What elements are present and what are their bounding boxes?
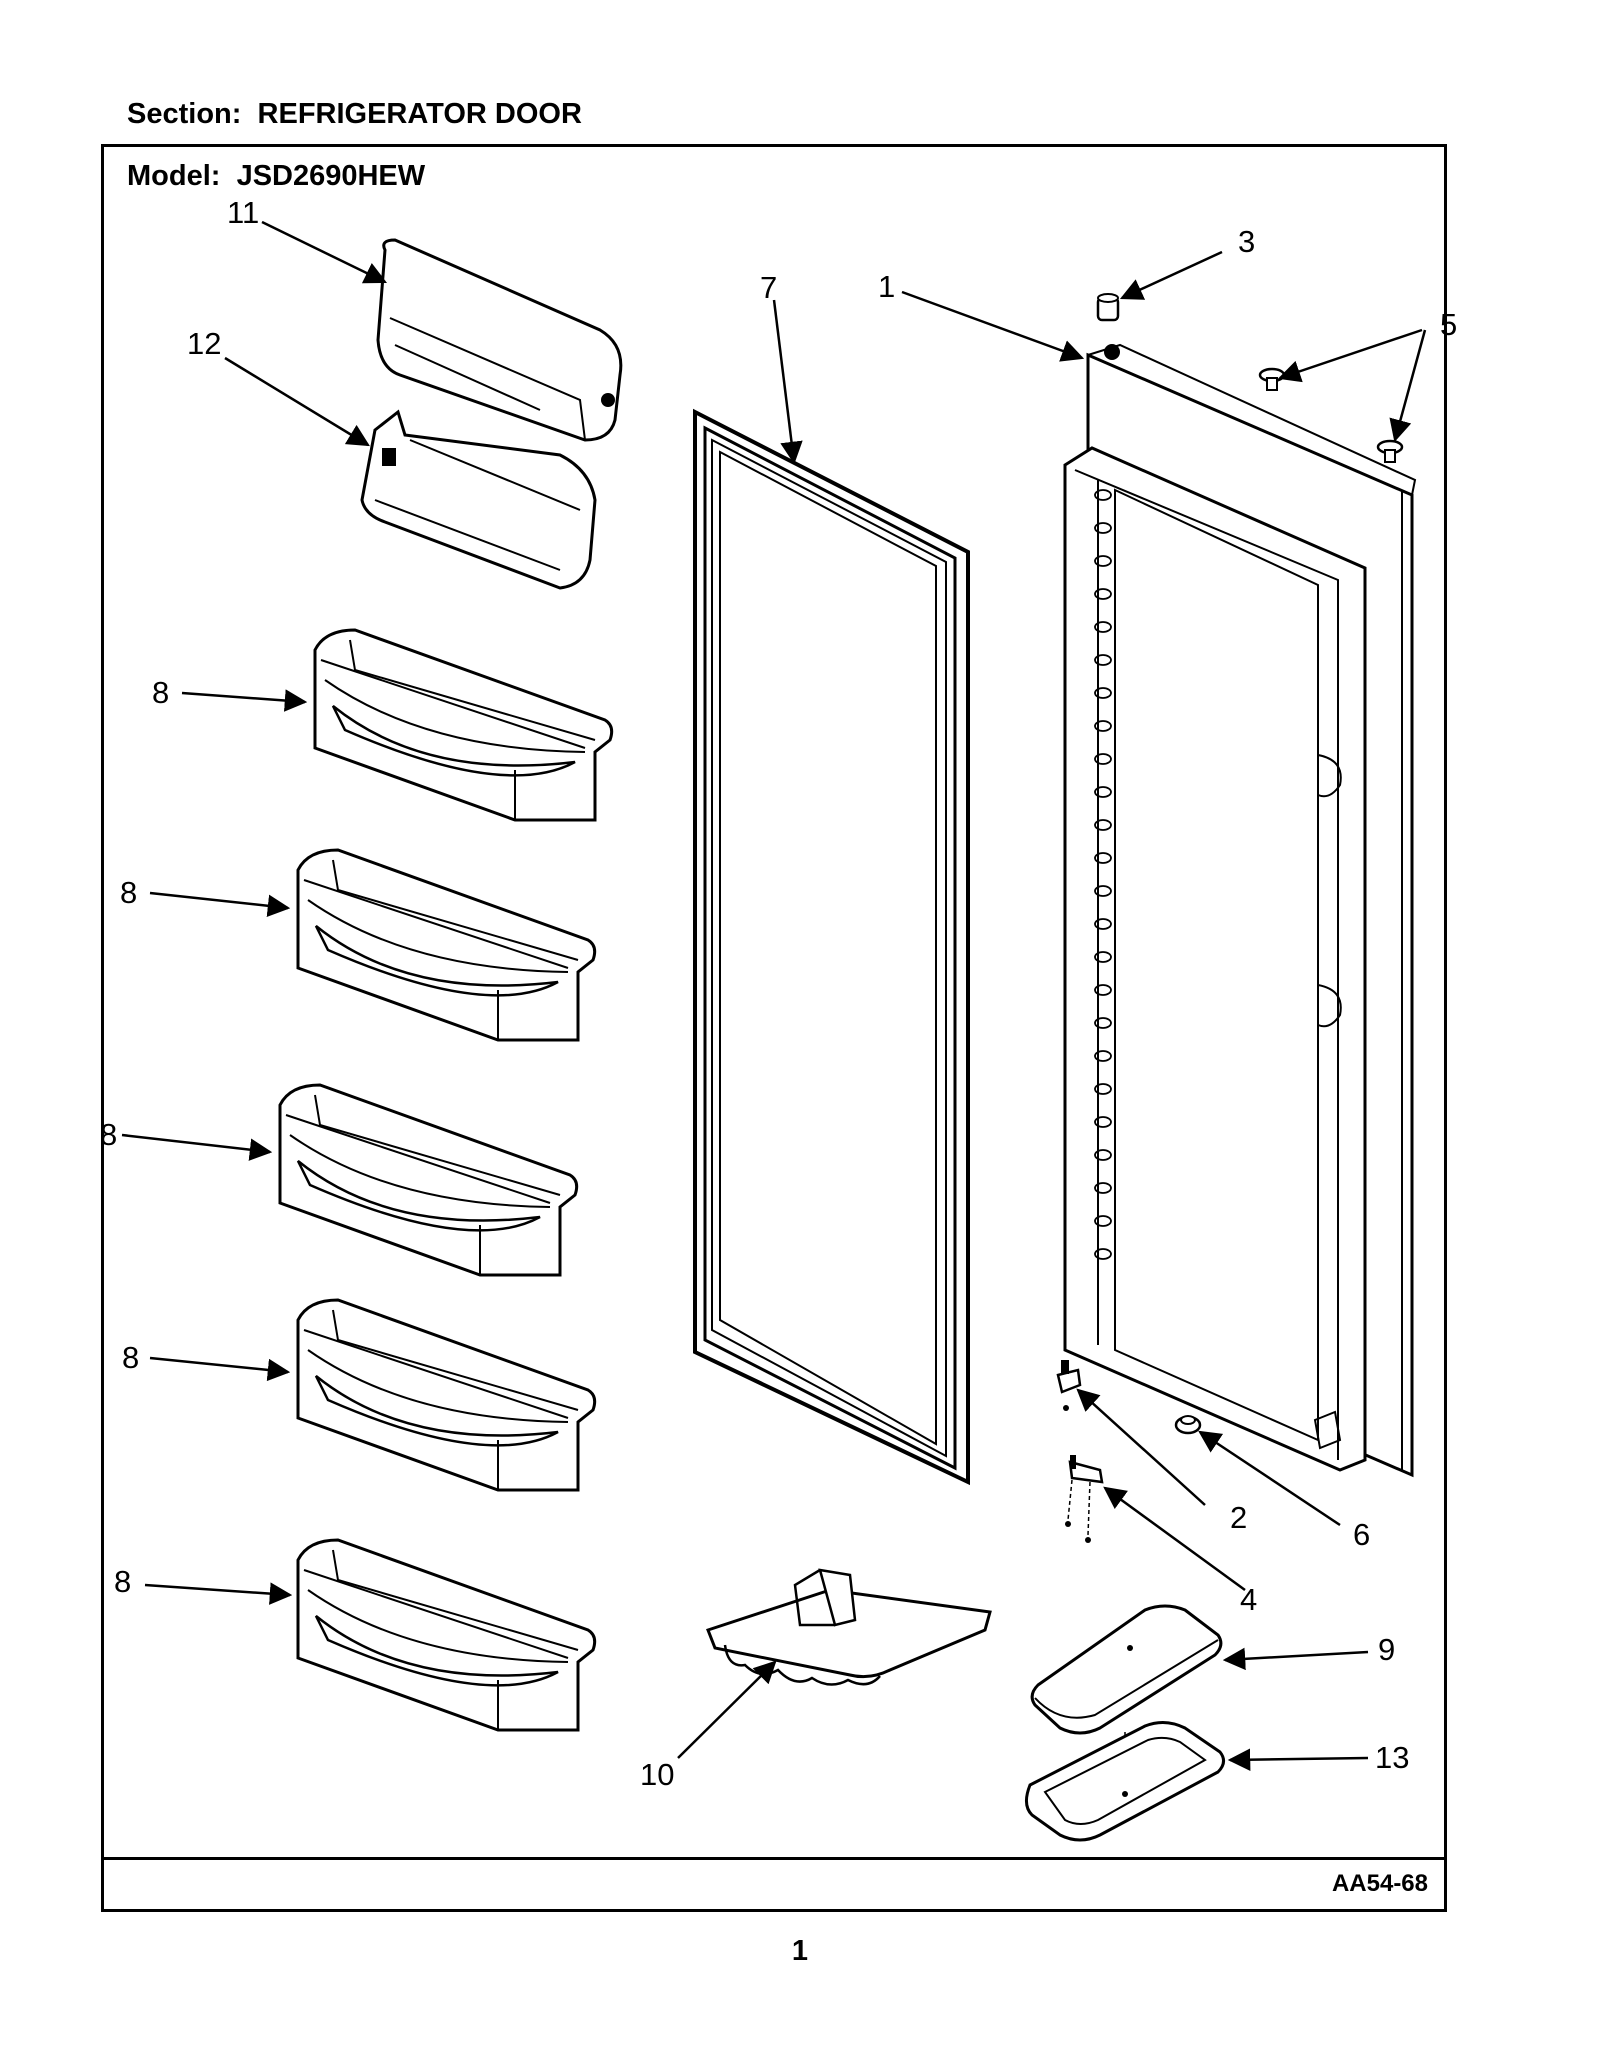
part-8-door-bin [296,848,597,1042]
callout-6: 6 [1353,1517,1370,1552]
callout-12: 12 [187,326,221,361]
callout-1: 1 [878,269,895,304]
part-11-dairy-cover [376,238,623,442]
callout-10: 10 [640,1757,674,1792]
callout-4: 4 [1240,1582,1257,1617]
part-8-door-bin [313,628,614,822]
section-title: Section: REFRIGERATOR DOOR [127,98,582,131]
model-title: Model: JSD2690HEW [127,160,425,193]
part-3-cap [1096,293,1120,322]
part-8-door-bin [278,1083,579,1277]
section-label: Section: [127,98,242,130]
callout-8: 8 [100,1117,117,1152]
callout-2: 2 [1230,1500,1247,1535]
model-value: JSD2690HEW [236,160,426,192]
part-7-door-gasket [693,408,970,1486]
leader-lines [121,220,1427,1771]
callout-13: 13 [1375,1740,1409,1775]
diagram-code: AA54-68 [1331,1870,1428,1897]
callout-3: 3 [1238,224,1255,259]
callout-7: 7 [760,270,777,305]
part-9-butter-cover [1030,1604,1223,1790]
callout-8: 8 [122,1340,139,1375]
diagram-frame [101,144,1447,1912]
part-4-bracket [1065,1455,1104,1543]
part-12-dairy-bin [360,409,597,590]
callout-9: 9 [1378,1632,1395,1667]
callout-11: 11 [227,195,259,230]
part-8-door-bin [296,1298,597,1492]
part-1-door-assembly [1063,343,1417,1478]
callout-8: 8 [114,1564,131,1599]
model-label: Model: [127,160,221,192]
section-value: REFRIGERATOR DOOR [257,98,582,130]
part-6-door-stop [1174,1415,1202,1435]
part-13-butter-tray [1025,1721,1225,1842]
footer-divider [101,1857,1447,1860]
callout-8: 8 [120,875,137,910]
callout-8: 8 [152,675,169,710]
callout-5: 5 [1440,307,1457,342]
page-number: 1 [791,1935,809,1967]
part-10-egg-tray [706,1568,992,1686]
part-8-door-bin [296,1538,597,1732]
part-2-hinge-bracket [1056,1360,1082,1411]
